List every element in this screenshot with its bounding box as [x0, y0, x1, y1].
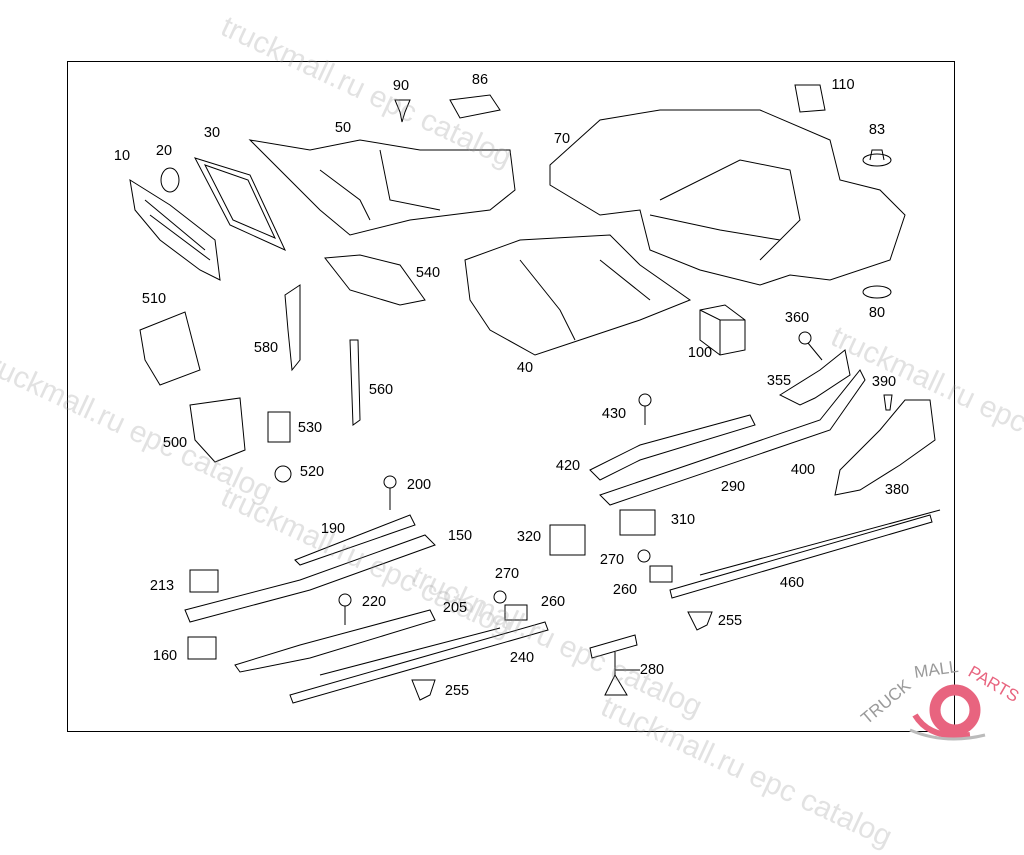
- part-260-clip: [504, 565, 673, 621]
- part-460-trim: [669, 509, 941, 599]
- callout-label: 20: [155, 143, 173, 159]
- part-500-bracket: [189, 397, 246, 463]
- callout-label: 580: [253, 340, 279, 356]
- part-80-plug: [862, 285, 892, 299]
- callout-label: 40: [516, 360, 534, 376]
- callout-label: 310: [670, 512, 696, 528]
- part-420-sill-trim: [589, 414, 756, 481]
- parts-drawing: [129, 84, 941, 704]
- part-310-clip: [619, 509, 656, 536]
- callout-label: 430: [601, 406, 627, 422]
- callout-label: 100: [687, 345, 713, 361]
- callout-label: 80: [868, 305, 886, 321]
- part-270-grommet: [493, 549, 651, 604]
- callout-label: 270: [599, 552, 625, 568]
- part-86-pad: [449, 94, 501, 119]
- part-560-post: [349, 339, 361, 426]
- part-83-plug: [862, 149, 892, 167]
- callout-label: 213: [149, 578, 175, 594]
- part-520-nut: [274, 465, 292, 483]
- part-355-trim: [778, 349, 851, 406]
- part-320-clip: [549, 524, 586, 556]
- callout-label: 240: [509, 650, 535, 666]
- part-205-bracket: [234, 609, 436, 673]
- part-510-panel: [139, 311, 201, 386]
- part-100-block: [699, 304, 746, 356]
- callout-label: 190: [320, 521, 346, 537]
- callout-label: 510: [141, 291, 167, 307]
- part-110-flap: [794, 84, 826, 113]
- callout-label: 260: [540, 594, 566, 610]
- part-360-screw: [798, 331, 823, 361]
- callout-label: 220: [361, 594, 387, 610]
- part-50-front-floor: [248, 139, 516, 236]
- svg-text:TRUCK: TRUCK: [857, 675, 915, 728]
- diagram-frame: [67, 61, 955, 732]
- callout-label: 205: [442, 600, 468, 616]
- part-10-bracket: [129, 178, 221, 281]
- callout-label: 560: [368, 382, 394, 398]
- part-220-screw: [338, 593, 352, 625]
- part-70-rear-floor: [549, 109, 906, 286]
- callout-label: 290: [720, 479, 746, 495]
- part-150-sill: [184, 534, 436, 623]
- part-190-strip: [294, 514, 416, 566]
- part-213-clip: [189, 569, 219, 593]
- part-400-sill: [599, 369, 866, 506]
- callout-label: 70: [553, 131, 571, 147]
- callout-label: 360: [784, 310, 810, 326]
- callout-label: 460: [779, 575, 805, 591]
- part-90-clip: [394, 99, 411, 123]
- callout-label: 30: [203, 125, 221, 141]
- callout-label: 90: [392, 78, 410, 94]
- part-380-bracket: [834, 399, 936, 496]
- part-540-duct: [324, 254, 426, 306]
- part-280-seal: [589, 634, 640, 696]
- svg-text:MALL: MALL: [913, 657, 960, 682]
- callout-label: 10: [113, 148, 131, 164]
- part-20-grommet: [160, 167, 180, 193]
- callout-label: 540: [415, 265, 441, 281]
- part-430-screw: [638, 393, 652, 425]
- part-30-cover: [194, 157, 287, 252]
- callout-label: 200: [406, 477, 432, 493]
- part-530-block: [267, 411, 291, 443]
- callout-label: 320: [516, 529, 542, 545]
- part-255-clip: [411, 611, 713, 701]
- callout-label: 355: [766, 373, 792, 389]
- callout-label: 270: [494, 566, 520, 582]
- callout-label: 380: [884, 482, 910, 498]
- callout-label: 255: [444, 683, 470, 699]
- callout-label: 530: [297, 420, 323, 436]
- callout-label: 255: [717, 613, 743, 629]
- callout-label: 420: [555, 458, 581, 474]
- callout-label: 260: [612, 582, 638, 598]
- callout-label: 500: [162, 435, 188, 451]
- callout-label: 150: [447, 528, 473, 544]
- callout-label: 390: [871, 374, 897, 390]
- part-40-center-floor: [464, 234, 692, 356]
- callout-label: 83: [868, 122, 886, 138]
- callout-label: 160: [152, 648, 178, 664]
- part-240-trim: [289, 621, 549, 704]
- truckmall-parts-logo: TRUCK MALL PARTS: [857, 657, 1022, 741]
- callout-label: 86: [471, 72, 489, 88]
- callout-label: 50: [334, 120, 352, 136]
- part-390-clip: [883, 394, 893, 411]
- callout-label: 400: [790, 462, 816, 478]
- callout-label: 280: [639, 662, 665, 678]
- part-580-bracket: [284, 284, 301, 372]
- callout-label: 110: [831, 77, 855, 93]
- part-160-clip: [187, 636, 217, 660]
- part-200-screw: [383, 475, 397, 510]
- callout-label: 520: [299, 464, 325, 480]
